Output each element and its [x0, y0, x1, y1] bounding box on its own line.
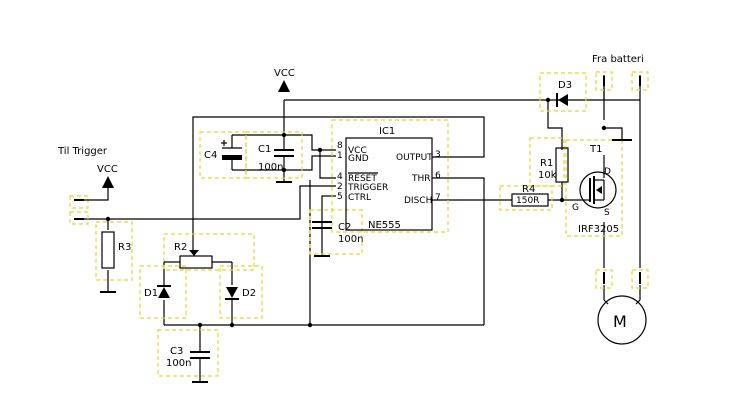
r1-label: R1: [540, 158, 553, 169]
c4-capacitor-icon: [221, 135, 242, 170]
pin-output-label: OUTPUT: [396, 153, 433, 163]
d2-diode-icon: [225, 287, 239, 300]
frame-c4: [199, 131, 247, 179]
pin-thr-label: THR: [411, 174, 431, 184]
wire-reset: [319, 150, 336, 179]
frame-ic1: [331, 119, 449, 233]
d3-label: D3: [558, 80, 572, 91]
frame-d2: [219, 265, 263, 319]
junctions: [105, 97, 607, 328]
t1-g-label: G: [572, 203, 579, 213]
vcc-left-label: VCC: [97, 164, 118, 175]
ic1-label: IC1: [379, 126, 395, 137]
c3-value: 100n: [166, 358, 191, 369]
frame-r1: [529, 137, 565, 187]
pin8-number: 8: [337, 141, 343, 151]
component-frames: [69, 71, 649, 377]
motor-icon: [597, 295, 647, 345]
frame-c3: [157, 329, 219, 377]
d2-label: D2: [242, 288, 256, 299]
vcc-arrow-icon: [278, 80, 290, 92]
r4-resistor-icon: [511, 193, 549, 207]
d1-label: D1: [144, 288, 158, 299]
pin4-number: 4: [337, 172, 343, 182]
vcc-top-label: VCC: [274, 68, 295, 79]
r4-label: R4: [522, 184, 535, 195]
wire-ctrl-c2: [321, 195, 336, 255]
ic1-part: NE555: [368, 220, 401, 231]
pin5-number: 5: [337, 192, 343, 202]
c1-capacitor-icon: [274, 135, 294, 170]
c2-capacitor-icon: [312, 221, 332, 229]
wire-trigger: [84, 185, 336, 220]
frame-c2: [309, 209, 363, 255]
til-trigger-label: Til Trigger: [57, 146, 108, 157]
frame-trigger-vcc: [69, 195, 89, 209]
wire-ground-stub: [604, 127, 623, 140]
frame-t1: [565, 139, 623, 237]
r2-potentiometer-icon: [164, 250, 232, 269]
pin2-number: 2: [337, 182, 343, 192]
wire-vcc-pin8: [232, 134, 336, 151]
frame-motor-left: [595, 269, 613, 289]
wire-gnd-pin1: [232, 155, 336, 171]
pin3-number: 3: [435, 150, 441, 160]
r2-label: R2: [174, 242, 187, 253]
c2-label: C2: [338, 222, 351, 233]
pin-disch-label: DISCH: [404, 196, 432, 206]
frame-trigger-in: [69, 211, 89, 225]
ic1-body: [345, 137, 433, 231]
frame-c1: [245, 131, 303, 179]
r3-resistor-icon: [101, 231, 115, 269]
c1-value: 100n: [258, 162, 283, 173]
pin6-number: 6: [435, 171, 441, 181]
frame-r2: [163, 233, 255, 271]
vcc-left-arrow-icon: [102, 176, 114, 188]
wire-thr: [432, 177, 485, 325]
t1-mosfet-icon: [579, 171, 617, 209]
d3-diode-icon: [556, 93, 568, 107]
r4-value: 150R: [516, 196, 539, 206]
c2-value: 100n: [338, 234, 363, 245]
frame-batt-minus: [595, 71, 613, 91]
frame-d3: [539, 72, 587, 112]
r1-value: 10k: [538, 170, 557, 181]
wire-output-loop: [192, 116, 485, 250]
r1-resistor-icon: [555, 147, 569, 183]
t1-d-label: D: [604, 167, 611, 177]
t1-label: T1: [589, 144, 602, 155]
frame-d1: [139, 265, 187, 319]
pin-reset-label: RESET: [348, 174, 377, 184]
frame-r4: [499, 185, 553, 211]
pin7-number: 7: [435, 193, 441, 203]
d1-diode-icon: [157, 285, 171, 298]
c3-capacitor-icon: [190, 340, 210, 370]
r3-label: R3: [118, 242, 131, 253]
motor-label: M: [613, 312, 627, 331]
c4-label: C4: [204, 150, 217, 161]
frame-motor-right: [631, 269, 649, 289]
pin-vcc-label: VCC: [348, 146, 367, 156]
fra-batteri-label: Fra batteri: [592, 54, 644, 65]
pin1-number: 1: [337, 151, 343, 161]
t1-s-label: S: [604, 208, 610, 218]
pin-trigger-label: TRIGGER: [347, 183, 388, 193]
pin-ctrl-label: CTRL: [348, 193, 371, 203]
wire-d3-r1: [547, 100, 563, 150]
frame-r3: [95, 221, 133, 281]
c3-label: C3: [170, 346, 183, 357]
frame-batt-plus: [631, 71, 649, 91]
pin-gnd-label: GND: [348, 154, 369, 164]
t1-part: IRF3205: [578, 224, 619, 235]
c1-label: C1: [258, 144, 271, 155]
